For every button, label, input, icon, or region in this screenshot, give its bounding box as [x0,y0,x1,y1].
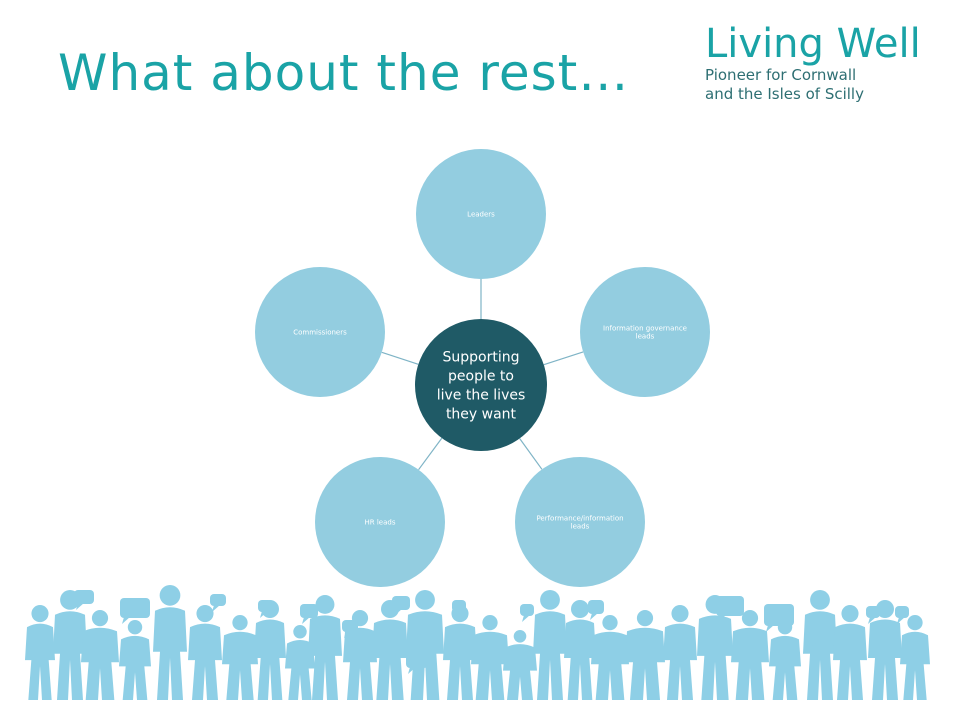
node-circle-commissioners [255,267,385,397]
node-label-leaders: Leaders [467,211,495,219]
node-commissioners: Commissioners [255,267,385,397]
node-circle-performance-information-leads [515,457,645,587]
connector-information-governance-leads [543,351,584,366]
brand-tagline-line2: and the Isles of Scilly [705,85,864,103]
slide-title: What about the rest… [58,44,630,102]
connectors [381,279,584,471]
node-leaders: Leaders [416,149,546,279]
node-label-hr-leads: HR leads [365,519,396,527]
brand-name: Living Well [705,21,921,67]
brand-tagline-line1: Pioneer for Cornwall [705,66,857,84]
node-hr-leads: HR leads [315,457,445,587]
connector-performance-information-leads [519,438,543,470]
connector-hr-leads [418,437,443,471]
center-node-circle [415,319,547,451]
crowd-people-icon [25,585,930,700]
node-label-commissioners: Commissioners [293,329,347,337]
brand-logo: Living Well Pioneer for Cornwall and the… [705,22,921,104]
node-circle-leaders [416,149,546,279]
connector-commissioners [381,351,419,365]
node-circle-hr-leads [315,457,445,587]
node-circle-information-governance-leads [580,267,710,397]
